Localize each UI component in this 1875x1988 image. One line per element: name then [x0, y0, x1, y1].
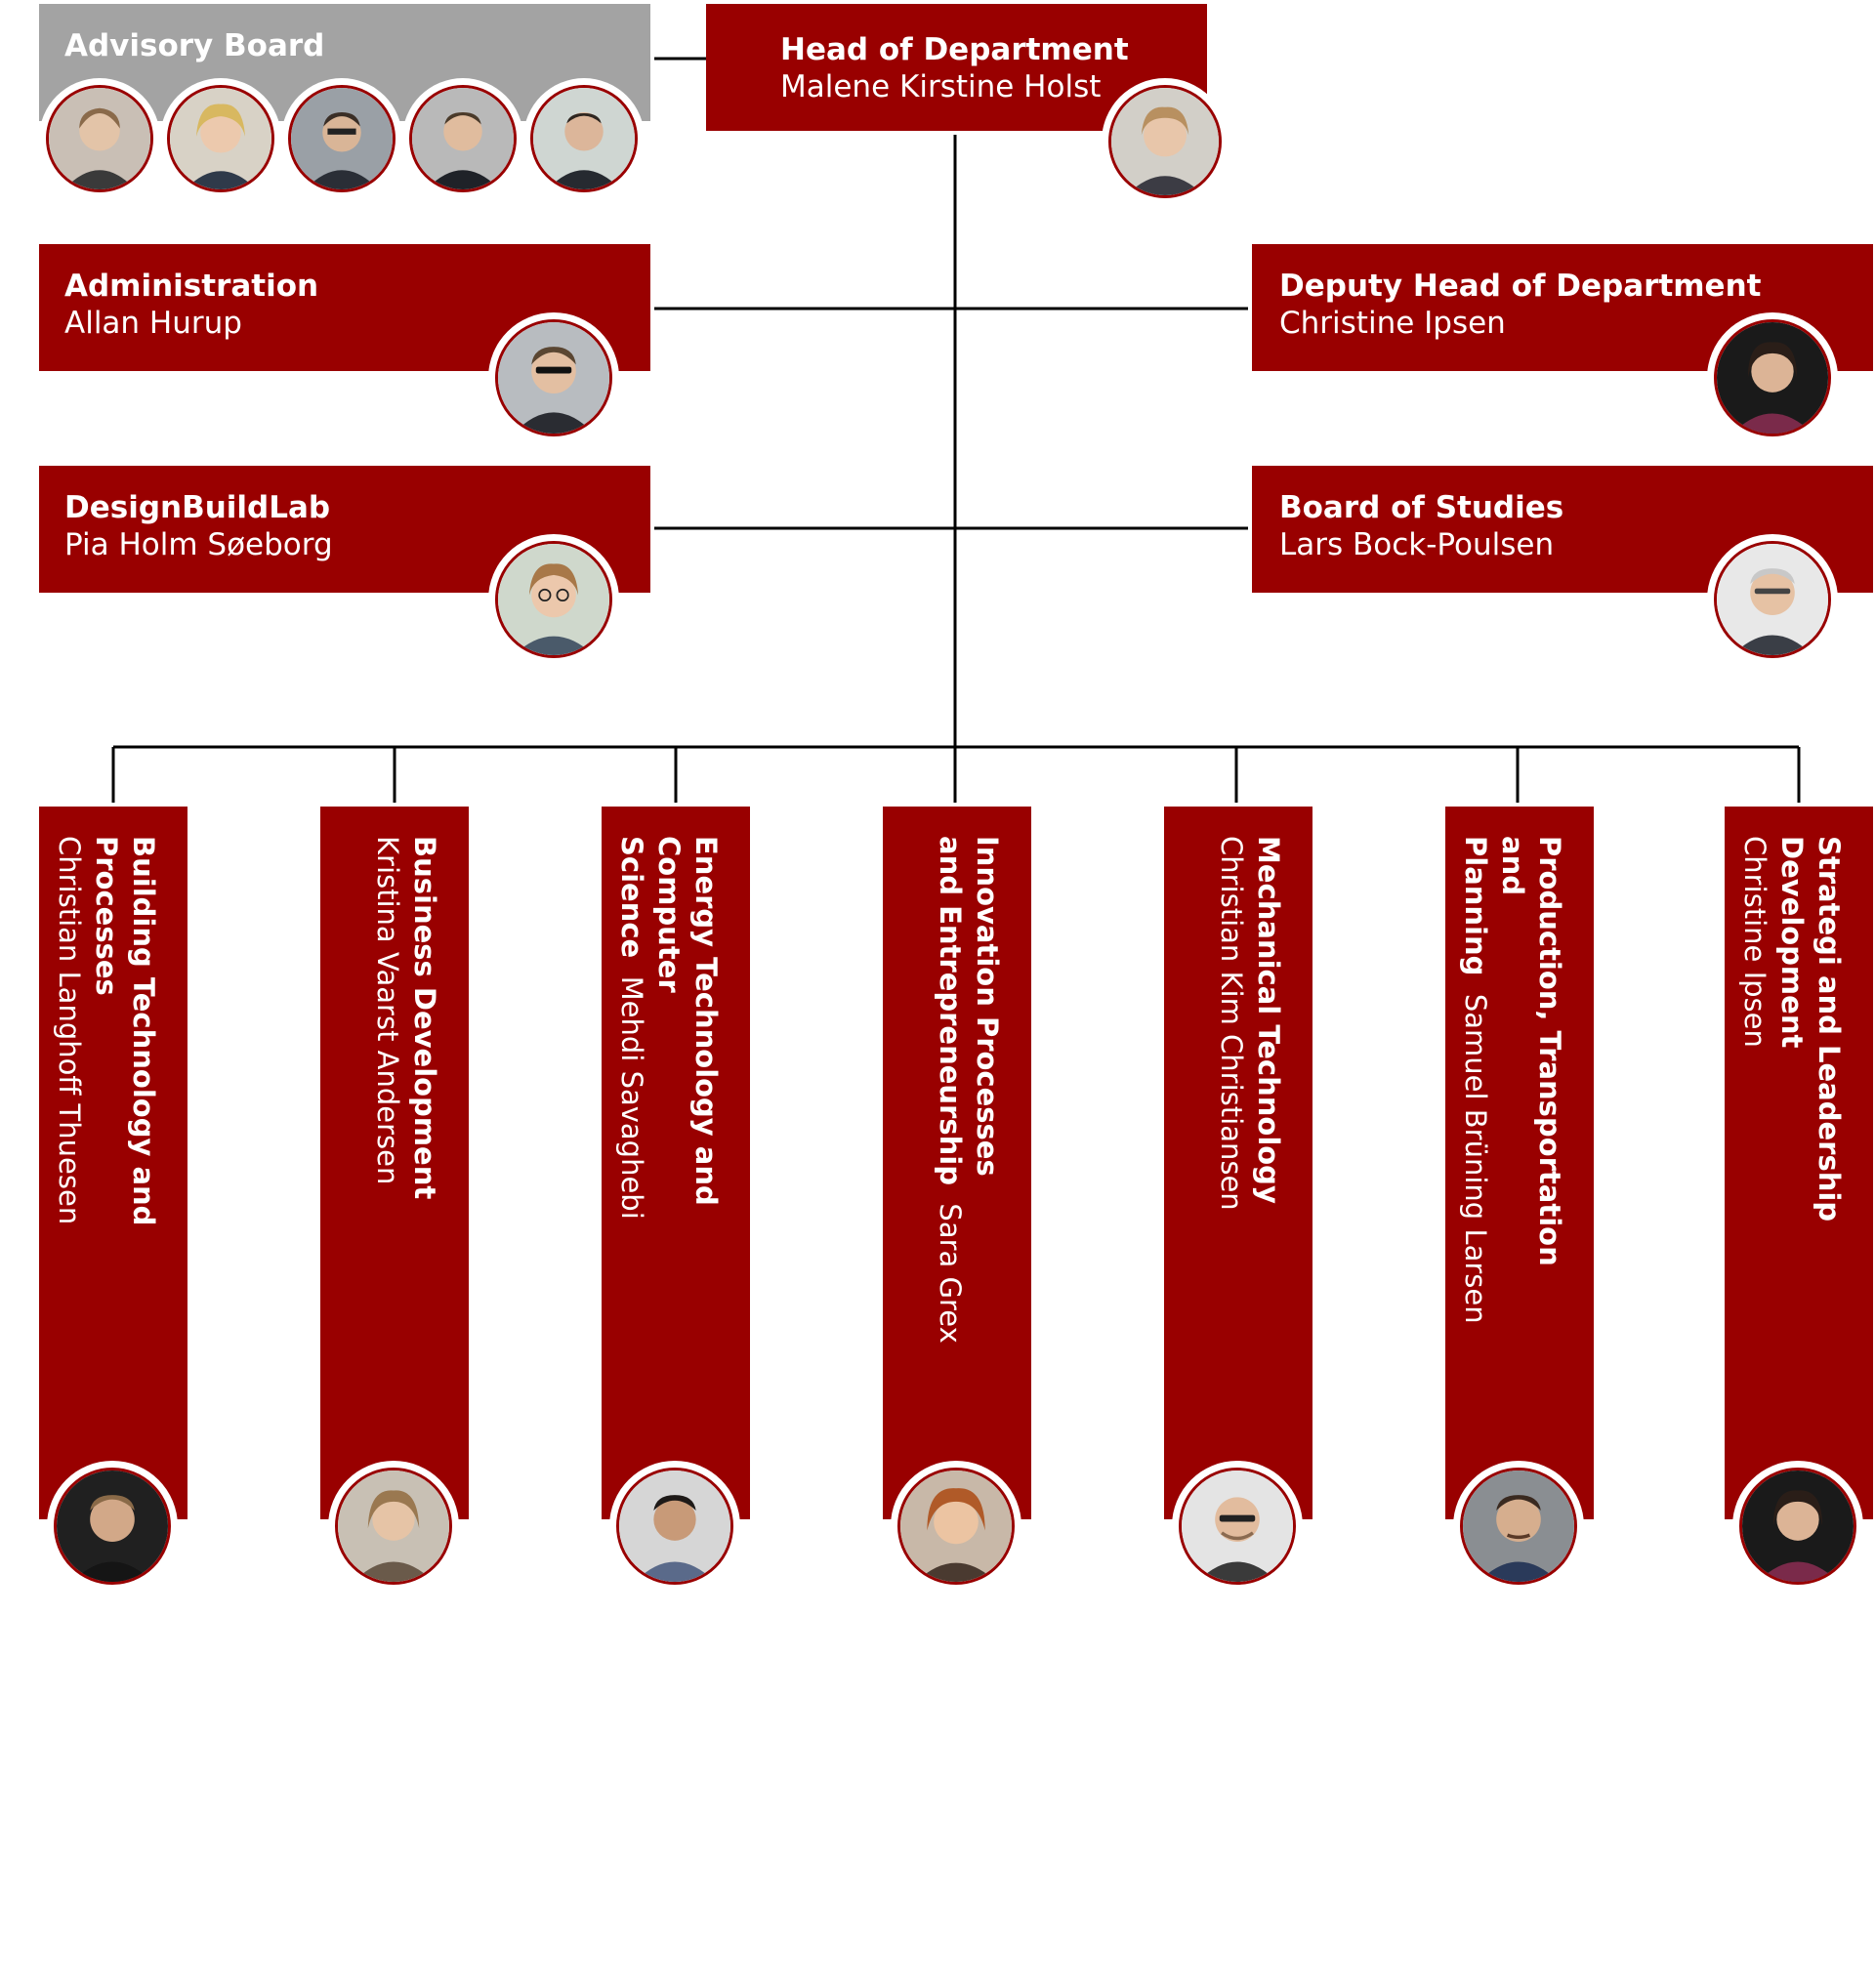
- section-2-title: Business Development: [408, 836, 441, 1200]
- section-6-title-line-2: and Planning: [1459, 836, 1529, 976]
- head-of-department-box: Head of Department Malene Kirstine Holst: [706, 4, 1207, 131]
- advisory-member-3-avatar: [281, 78, 402, 199]
- section-3-text: Energy Technology and Computer Science M…: [613, 836, 725, 1383]
- section-2-text: Business Development Kristina Vaarst And…: [369, 836, 443, 1383]
- section-6-title-line-1: Production, Transportation: [1533, 836, 1566, 1266]
- designbuildlab-avatar: [488, 534, 619, 665]
- section-5-person: Christian Kim Christiansen: [1215, 836, 1248, 1211]
- section-3-title-line-2: Computer Science: [615, 836, 686, 993]
- section-production-transportation: Production, Transportation and Planning …: [1445, 807, 1594, 1519]
- board-of-studies-person: Lars Bock-Poulsen: [1279, 527, 1555, 562]
- section-4-title-line-1: Innovation Processes: [971, 836, 1004, 1177]
- board-of-studies-avatar: [1707, 534, 1838, 665]
- section-business-development: Business Development Kristina Vaarst And…: [320, 807, 469, 1519]
- section-5-title: Mechanical Technology: [1252, 836, 1285, 1204]
- section-innovation-processes: Innovation Processes and Entrepreneurshi…: [883, 807, 1031, 1519]
- administration-title: Administration: [64, 269, 319, 304]
- section-1-title: Building Technology and Processes: [90, 836, 160, 1226]
- section-1-text: Building Technology and Processes Christ…: [51, 836, 162, 1383]
- advisory-member-2-avatar: [160, 78, 281, 199]
- section-building-technology: Building Technology and Processes Christ…: [39, 807, 188, 1519]
- deputy-avatar: [1707, 312, 1838, 443]
- section-3-title-line-1: Energy Technology and: [689, 836, 723, 1206]
- designbuildlab-title: DesignBuildLab: [64, 490, 331, 525]
- board-of-studies-title: Board of Studies: [1279, 490, 1564, 525]
- section-5-avatar: [1172, 1461, 1303, 1592]
- section-7-text: Strategi and Leadership Development Chri…: [1736, 836, 1848, 1383]
- section-3-avatar: [609, 1461, 740, 1592]
- section-5-text: Mechanical Technology Christian Kim Chri…: [1213, 836, 1287, 1383]
- section-4-person: Sara Grex: [934, 1203, 967, 1344]
- deputy-title: Deputy Head of Department: [1279, 269, 1762, 304]
- section-6-avatar: [1453, 1461, 1584, 1592]
- administration-person: Allan Hurup: [64, 306, 242, 341]
- section-7-avatar: [1732, 1461, 1863, 1592]
- section-3-person: Mehdi Savaghebi: [615, 975, 648, 1220]
- section-4-avatar: [891, 1461, 1021, 1592]
- advisory-member-1-avatar: [39, 78, 160, 199]
- section-7-person: Christine Ipsen: [1738, 836, 1771, 1048]
- administration-avatar: [488, 312, 619, 443]
- designbuildlab-box: DesignBuildLab Pia Holm Søeborg: [39, 466, 650, 593]
- section-1-person: Christian Langhoff Thuesen: [53, 836, 86, 1225]
- section-4-text: Innovation Processes and Entrepreneurshi…: [932, 836, 1006, 1383]
- head-avatar: [1102, 78, 1229, 205]
- section-2-person: Kristina Vaarst Andersen: [371, 836, 404, 1185]
- section-1-avatar: [47, 1461, 178, 1592]
- section-7-title: Strategi and Leadership Development: [1775, 836, 1846, 1222]
- org-chart: Advisory Board Head of Department Malene…: [39, 4, 1873, 1592]
- section-mechanical-technology: Mechanical Technology Christian Kim Chri…: [1164, 807, 1312, 1519]
- designbuildlab-person: Pia Holm Søeborg: [64, 527, 333, 562]
- advisory-member-4-avatar: [402, 78, 523, 199]
- section-6-person: Samuel Brüning Larsen: [1459, 993, 1492, 1324]
- deputy-person: Christine Ipsen: [1279, 306, 1506, 341]
- advisory-board-title: Advisory Board: [64, 28, 325, 63]
- section-2-avatar: [328, 1461, 459, 1592]
- head-title: Head of Department: [780, 32, 1129, 67]
- section-strategi-leadership: Strategi and Leadership Development Chri…: [1725, 807, 1873, 1519]
- connector-lines: [111, 57, 1801, 803]
- section-6-text: Production, Transportation and Planning …: [1457, 836, 1568, 1383]
- head-person: Malene Kirstine Holst: [780, 69, 1102, 104]
- section-energy-technology: Energy Technology and Computer Science M…: [602, 807, 750, 1519]
- advisory-member-5-avatar: [523, 78, 645, 199]
- section-4-title-line-2: and Entrepreneurship: [934, 836, 967, 1185]
